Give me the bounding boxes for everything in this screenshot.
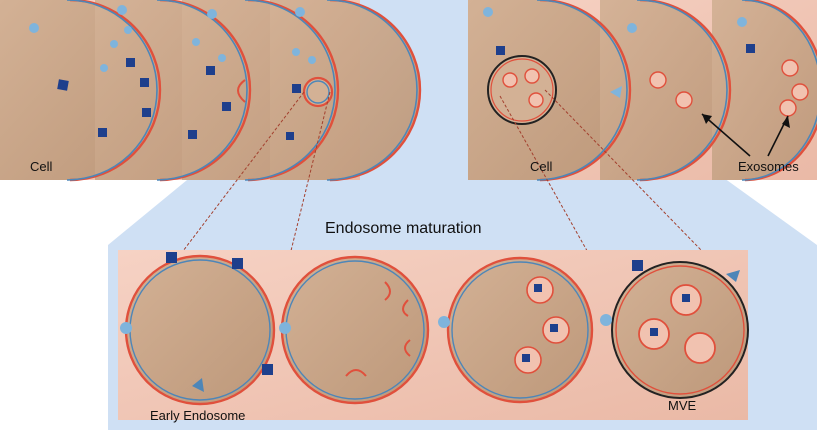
mve-stage	[600, 260, 749, 399]
mve-label: MVE	[668, 398, 697, 413]
budding-endosome-stage	[279, 255, 430, 405]
top-left-cell-panel	[0, 0, 422, 182]
early-endosome-label: Early Endosome	[150, 408, 246, 423]
maturation-title: Endosome maturation	[325, 220, 482, 237]
exosomes-label: Exosomes	[738, 159, 799, 174]
cell-label-right: Cell	[530, 159, 553, 174]
early-endosome-stage	[120, 252, 276, 406]
invaginating-endosome-stage	[438, 256, 594, 404]
top-right-cell-panel	[468, 0, 817, 182]
maturation-stages-panel	[118, 250, 749, 420]
cell-label-left: Cell	[30, 159, 53, 174]
